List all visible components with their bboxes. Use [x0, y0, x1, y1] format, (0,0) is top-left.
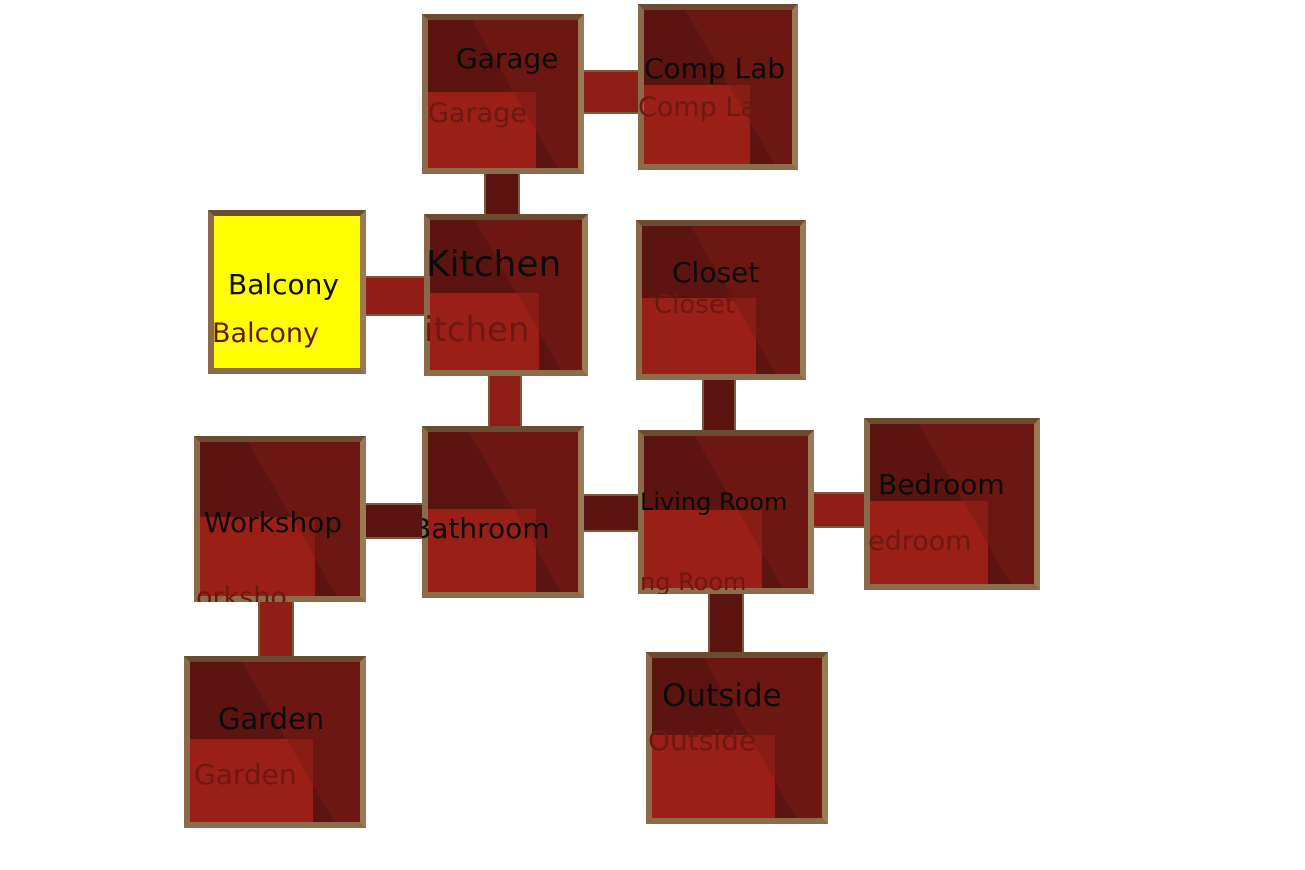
room-outside-label: Outside	[662, 678, 782, 714]
room-balcony[interactable]: Balcony Balcony	[208, 210, 366, 374]
corridor-workshop-bathroom	[362, 503, 428, 539]
room-kitchen-ghost-label: itchen	[424, 310, 530, 350]
room-closet-label: Closet	[672, 256, 760, 289]
room-bedroom-label: Bedroom	[878, 468, 1005, 501]
corridor-bathroom-livingroom	[578, 494, 646, 532]
room-workshop-ghost-label: orksho	[196, 582, 287, 602]
room-living-room-label: Living Room	[640, 488, 788, 516]
corridor-balcony-kitchen	[362, 276, 428, 316]
room-garden[interactable]: Garden Garden	[184, 656, 366, 828]
corridor-closet-livingroom	[702, 372, 736, 438]
room-garden-ghost-label: Garden	[194, 758, 297, 791]
room-comp-lab-label: Comp Lab	[644, 52, 786, 85]
corridor-livingroom-bedroom	[806, 492, 872, 528]
room-closet-ghost-label: Closet	[654, 290, 736, 320]
room-garage-label: Garage	[456, 42, 559, 75]
room-kitchen-label: Kitchen	[426, 244, 562, 285]
room-outside-ghost-label: Outside	[648, 724, 757, 757]
room-bathroom[interactable]: Bathroom	[422, 426, 584, 598]
room-living-room[interactable]: ng Room Living Room	[638, 430, 814, 594]
room-kitchen[interactable]: itchen Kitchen	[424, 214, 588, 376]
room-outside[interactable]: Outside Outside	[646, 652, 828, 824]
room-comp-lab[interactable]: Comp La Comp Lab	[638, 4, 798, 170]
corridor-livingroom-outside	[708, 586, 744, 658]
room-comp-lab-ghost-label: Comp La	[638, 92, 757, 123]
room-closet[interactable]: Closet Closet	[636, 220, 806, 380]
room-bedroom-ghost-label: edroom	[868, 526, 972, 557]
room-workshop[interactable]: orksho Workshop	[194, 436, 366, 602]
room-workshop-label: Workshop	[204, 506, 343, 539]
room-garage[interactable]: Garage Garage	[422, 14, 584, 174]
corridor-kitchen-bathroom	[488, 370, 522, 436]
corridor-garage-complab	[582, 70, 644, 114]
room-bedroom[interactable]: edroom Bedroom	[864, 418, 1040, 590]
room-garage-ghost-label: Garage	[428, 98, 527, 129]
room-balcony-ghost-label: Balcony	[212, 318, 320, 349]
room-garden-label: Garden	[218, 702, 325, 736]
room-bathroom-label: Bathroom	[422, 512, 550, 545]
corridor-workshop-garden	[258, 594, 294, 662]
room-balcony-label: Balcony	[228, 268, 339, 301]
room-living-room-ghost-label: ng Room	[640, 568, 747, 594]
